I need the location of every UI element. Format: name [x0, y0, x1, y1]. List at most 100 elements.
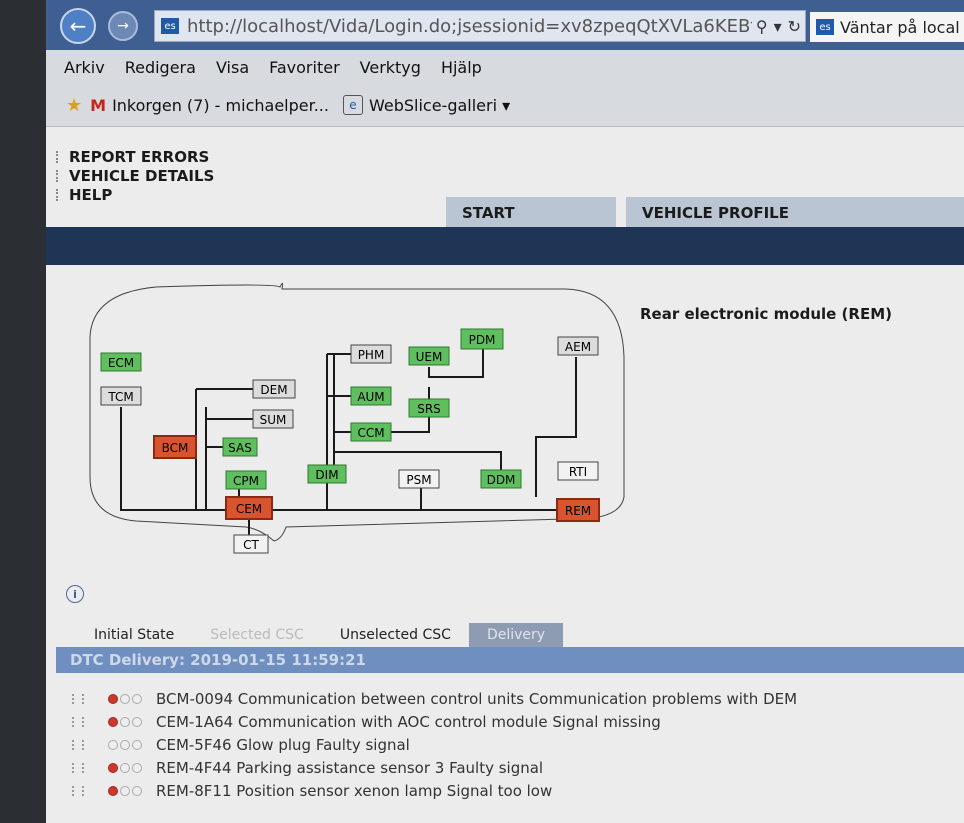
phm-module[interactable]: PHM — [350, 344, 392, 364]
lamp-icon — [132, 739, 142, 750]
tab-vehicle-profile[interactable]: VEHICLE PROFILE — [626, 197, 964, 229]
srs-module[interactable]: SRS — [408, 398, 450, 418]
dtc-text: CEM-5F46 Glow plug Faulty signal — [156, 735, 410, 754]
module-label: DIM — [315, 468, 338, 482]
lamp-icon — [108, 785, 118, 796]
bcm-module[interactable]: BCM — [153, 435, 197, 459]
subtab-unselected-csc[interactable]: Unselected CSC — [339, 627, 451, 643]
module-label: SUM — [260, 413, 287, 427]
dtc-row[interactable]: BCM-0094 Communication between control u… — [72, 687, 964, 710]
module-label: SRS — [417, 402, 441, 416]
arrow-right-icon: → — [117, 18, 129, 34]
module-label: ECM — [108, 356, 134, 370]
network-diagram: ECM TCM DEM SUM BCM SAS CPM CEM CT PHM A… — [89, 283, 625, 554]
subtab-selected-csc[interactable]: Selected CSC — [210, 627, 304, 643]
grip-icon — [72, 762, 84, 773]
tab-start[interactable]: START — [446, 197, 616, 229]
ct-module[interactable]: CT — [233, 534, 269, 554]
tab-title: Väntar på local — [840, 17, 960, 37]
menu-redigera[interactable]: Redigera — [124, 57, 196, 77]
dtc-list: BCM-0094 Communication between control u… — [72, 687, 964, 802]
module-label: PHM — [358, 348, 385, 362]
rti-module[interactable]: RTI — [557, 461, 599, 481]
dropdown-icon[interactable]: ▾ — [773, 16, 782, 36]
psm-module[interactable]: PSM — [398, 469, 440, 489]
dtc-row[interactable]: CEM-5F46 Glow plug Faulty signal — [72, 733, 964, 756]
cpm-module[interactable]: CPM — [225, 470, 267, 490]
menu-label: VEHICLE DETAILS — [69, 166, 215, 185]
dtc-row[interactable]: REM-8F11 Position sensor xenon lamp Sign… — [72, 779, 964, 802]
grip-icon — [72, 785, 84, 796]
module-label: TCM — [107, 390, 133, 404]
refresh-icon[interactable]: ↻ — [787, 16, 801, 36]
ccm-module[interactable]: CCM — [350, 422, 392, 442]
dim-module[interactable]: DIM — [307, 464, 347, 484]
lamp-icon — [132, 716, 142, 727]
grip-icon — [56, 150, 61, 163]
pdm-module[interactable]: PDM — [460, 328, 504, 350]
uem-module[interactable]: UEM — [408, 346, 450, 366]
aum-module[interactable]: AUM — [350, 386, 392, 406]
status-lamps — [108, 785, 142, 796]
lamp-icon — [120, 762, 130, 773]
sum-module[interactable]: SUM — [252, 409, 294, 429]
ecm-module[interactable]: ECM — [100, 352, 142, 372]
lamp-icon — [132, 693, 142, 704]
grip-icon — [56, 188, 61, 201]
subtab-initial-state[interactable]: Initial State — [94, 627, 175, 643]
module-label: REM — [565, 504, 591, 518]
module-label: UEM — [416, 350, 443, 364]
lamp-icon — [120, 693, 130, 704]
url-text: http://localhost/Vida/Login.do;jsessioni… — [187, 15, 797, 37]
ddm-module[interactable]: DDM — [480, 469, 522, 489]
dtc-text: REM-4F44 Parking assistance sensor 3 Fau… — [156, 758, 544, 777]
menu-hjalp[interactable]: Hjälp — [440, 57, 482, 77]
tcm-module[interactable]: TCM — [100, 386, 142, 406]
vida-app: REPORT ERRORS VEHICLE DETAILS HELP START… — [46, 127, 964, 823]
module-label: CEM — [236, 502, 262, 516]
module-label: PDM — [469, 333, 496, 347]
lamp-icon — [120, 739, 130, 750]
url-tools: ⚲ ▾ ↻ — [751, 11, 801, 41]
address-bar: ← → es http://localhost/Vida/Login.do;js… — [46, 0, 964, 50]
module-label: DEM — [260, 383, 287, 397]
gmail-icon: M — [90, 95, 107, 115]
browser-tab[interactable]: es Väntar på local — [810, 12, 964, 42]
status-lamps — [108, 762, 142, 773]
favorites-bar: ★ M Inkorgen (7) - michaelper... e WebSl… — [46, 84, 964, 127]
bus-lines — [120, 349, 577, 535]
dtc-row[interactable]: CEM-1A64 Communication with AOC control … — [72, 710, 964, 733]
back-button[interactable]: ← — [60, 8, 96, 44]
subtab-bar: Initial State Selected CSC Unselected CS… — [76, 623, 564, 647]
favorite-webslice[interactable]: WebSlice-galleri ▾ — [368, 95, 511, 115]
menu-arkiv[interactable]: Arkiv — [64, 57, 105, 77]
lamp-icon — [108, 739, 118, 750]
favorites-star-icon[interactable]: ★ — [66, 94, 83, 116]
dtc-row[interactable]: REM-4F44 Parking assistance sensor 3 Fau… — [72, 756, 964, 779]
sas-module[interactable]: SAS — [222, 437, 258, 457]
menu-label: REPORT ERRORS — [69, 147, 210, 166]
menu-report-errors[interactable]: REPORT ERRORS — [56, 147, 214, 166]
grip-icon — [72, 693, 84, 704]
module-label: CT — [243, 538, 259, 552]
favorite-inbox[interactable]: Inkorgen (7) - michaelper... — [112, 95, 329, 115]
menu-visa[interactable]: Visa — [215, 57, 250, 77]
url-input[interactable]: es http://localhost/Vida/Login.do;jsessi… — [154, 10, 806, 42]
forward-button[interactable]: → — [108, 11, 138, 41]
subtab-delivery[interactable]: Delivery — [468, 623, 564, 647]
dtc-text: BCM-0094 Communication between control u… — [156, 689, 798, 708]
menu-verktyg[interactable]: Verktyg — [359, 57, 421, 77]
menu-help[interactable]: HELP — [56, 185, 214, 204]
dem-module[interactable]: DEM — [252, 379, 296, 399]
info-icon[interactable]: i — [66, 585, 84, 603]
cem-module[interactable]: CEM — [225, 496, 273, 520]
menu-vehicle-details[interactable]: VEHICLE DETAILS — [56, 166, 214, 185]
aem-module[interactable]: AEM — [557, 336, 599, 356]
ie-icon: e — [342, 95, 363, 115]
selected-module-title: Rear electronic module (REM) — [640, 305, 892, 323]
top-menu: REPORT ERRORS VEHICLE DETAILS HELP — [56, 147, 214, 204]
module-label: DDM — [487, 473, 516, 487]
search-icon[interactable]: ⚲ — [755, 16, 768, 36]
menu-favoriter[interactable]: Favoriter — [269, 57, 340, 77]
rem-module[interactable]: REM — [556, 498, 600, 522]
